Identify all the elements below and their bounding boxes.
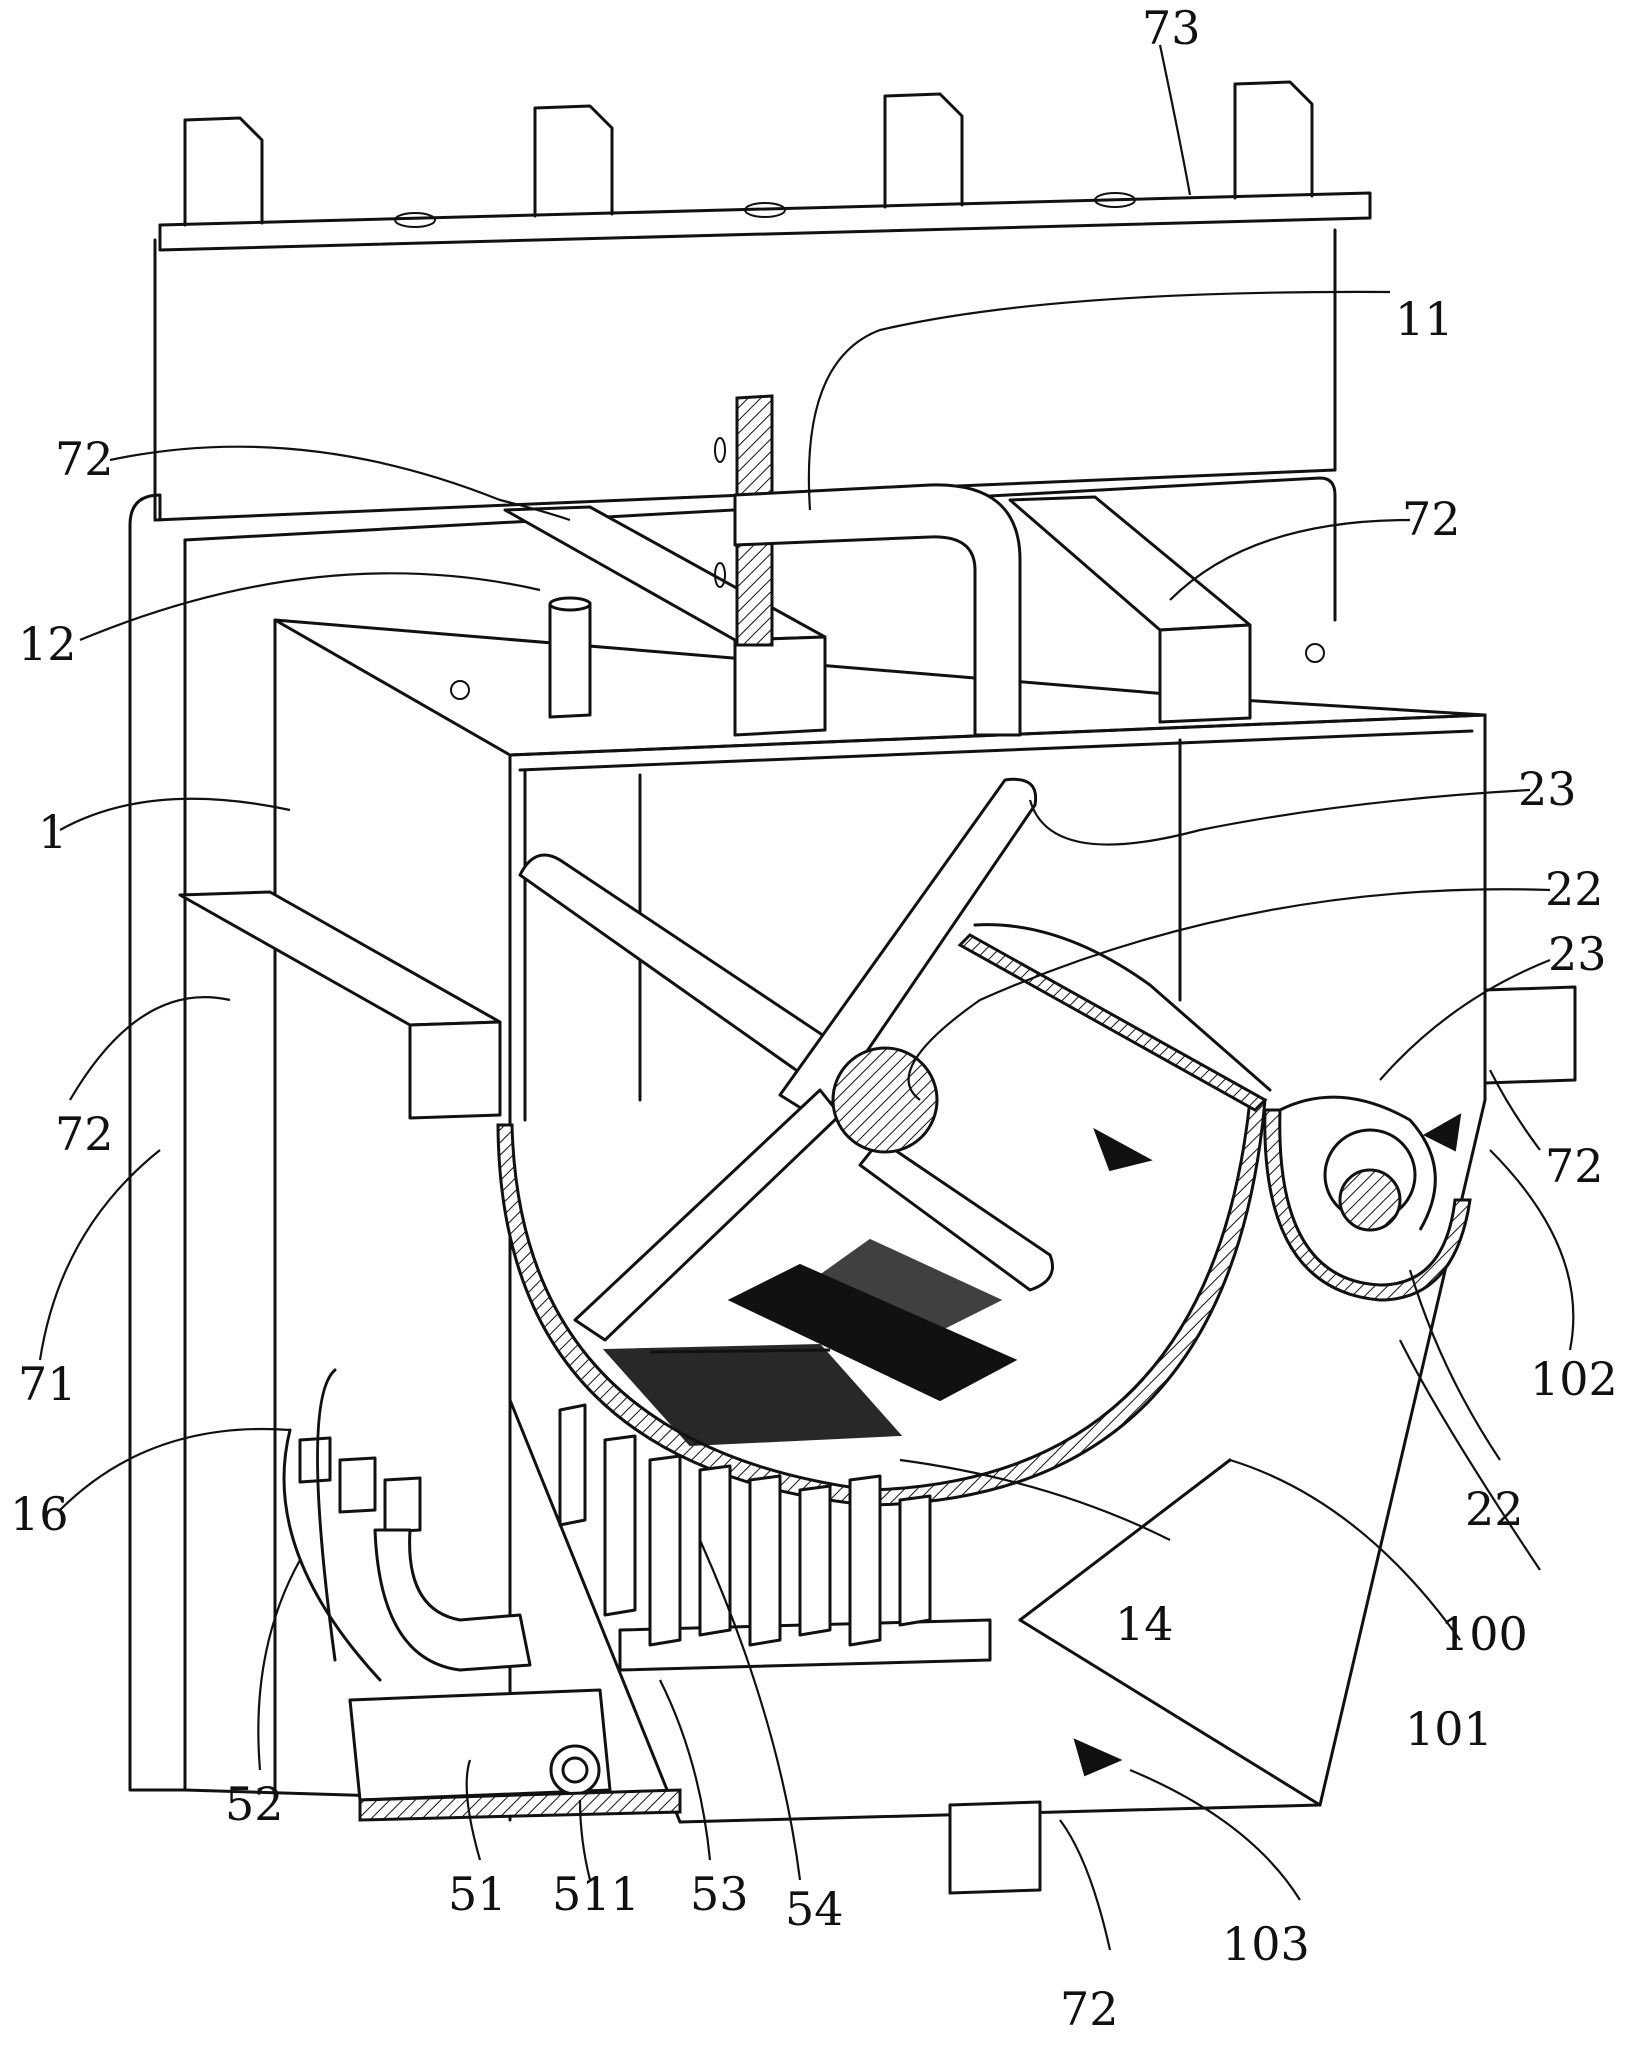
label-51: 51 (448, 1867, 507, 1921)
label-511: 511 (552, 1867, 640, 1921)
top-bracket (153, 80, 1372, 522)
screw-conveyor (957, 923, 1472, 1302)
label-72-bottom: 72 (1060, 1982, 1119, 2036)
label-54: 54 (785, 1882, 844, 1936)
drum (496, 738, 1267, 1507)
lower-hopper (508, 1398, 1322, 1824)
label-72-right: 72 (1545, 1139, 1604, 1193)
label-72-top-left: 72 (55, 432, 114, 486)
label-72-left: 72 (55, 1107, 114, 1161)
label-11: 11 (1395, 292, 1454, 346)
label-53: 53 (690, 1867, 749, 1921)
label-102: 102 (1530, 1352, 1618, 1406)
nozzles (558, 1403, 932, 1647)
label-100: 100 (1440, 1607, 1528, 1661)
label-14: 14 (1115, 1597, 1174, 1651)
main-housing (273, 618, 1487, 1824)
label-12: 12 (18, 617, 77, 671)
label-23-top: 23 (1518, 762, 1577, 816)
label-103: 103 (1222, 1917, 1310, 1971)
label-71: 71 (18, 1357, 77, 1411)
label-22-top: 22 (1545, 862, 1604, 916)
label-22-bottom: 22 (1465, 1482, 1524, 1536)
side-pipes (282, 1368, 682, 1822)
label-73: 73 (1142, 1, 1201, 55)
label-16: 16 (10, 1487, 69, 1541)
label-23-right: 23 (1548, 927, 1607, 981)
feed-pipes (548, 394, 1022, 737)
label-72-top-right: 72 (1402, 492, 1461, 546)
reference-labels: 73 11 72 72 12 23 1 22 23 72 72 71 102 1… (10, 1, 1618, 2036)
label-101: 101 (1405, 1702, 1493, 1756)
leader-lines (38, 44, 1575, 1951)
label-52: 52 (225, 1777, 284, 1831)
label-1: 1 (38, 805, 67, 859)
